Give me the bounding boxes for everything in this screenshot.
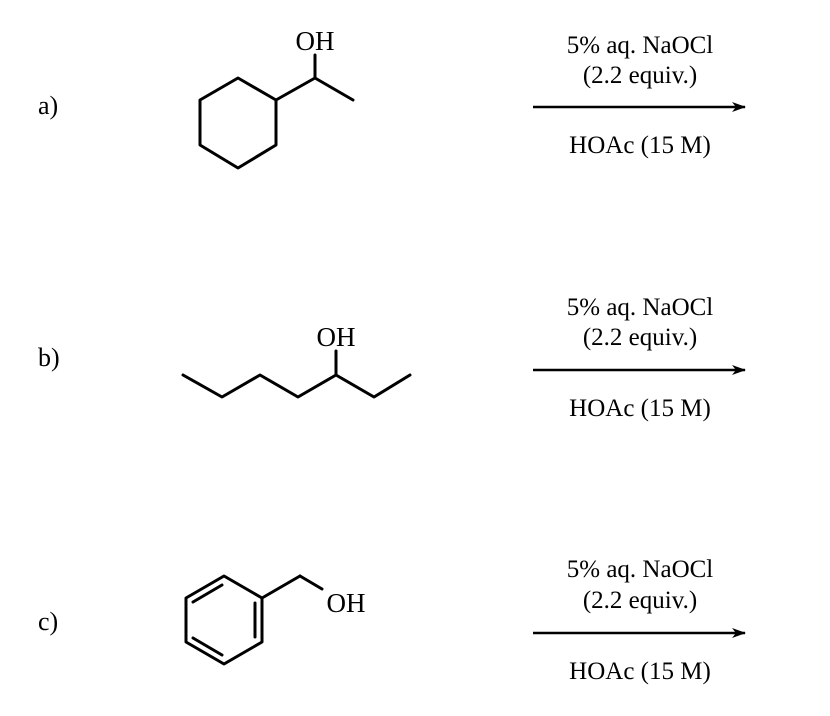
aromatic-double-bond-2: [191, 636, 224, 657]
benzene-ring: [184, 574, 264, 666]
solvent-label: HOAc (15 M): [569, 395, 711, 422]
reagent-line-2: (2.2 equiv.): [583, 324, 697, 351]
ring-ch2-bond: [260, 574, 302, 600]
reagent-line-2: (2.2 equiv.): [583, 587, 697, 614]
reagent-line-1: 5% aq. NaOCl: [567, 32, 714, 59]
hydroxyl-label: OH: [296, 26, 335, 56]
ethyl-chain-bonds: [274, 76, 355, 102]
aromatic-double-bond-3: [191, 583, 224, 604]
solvent-label: HOAc (15 M): [569, 132, 711, 159]
reaction-a: a) OH 5% aq. NaOCl (2.2 equiv.) HOAc (15…: [38, 26, 746, 170]
solvent-label: HOAc (15 M): [569, 658, 711, 685]
hydroxyl-label: OH: [327, 588, 366, 618]
reaction-label-c: c): [38, 607, 58, 636]
molecule-1-cyclohexylethanol: OH: [198, 26, 355, 170]
carbon-chain-bonds: [181, 373, 412, 399]
reagent-line-1: 5% aq. NaOCl: [567, 294, 714, 321]
molecule-3-heptanol: OH: [181, 322, 412, 399]
molecule-benzyl-alcohol: OH: [184, 574, 366, 666]
ch2-o-bond: [298, 574, 324, 591]
hydroxyl-label: OH: [317, 322, 356, 352]
reaction-b: b) OH 5% aq. NaOCl (2.2 equiv.) HOAc (15…: [38, 294, 746, 422]
cyclohexane-ring: [198, 76, 278, 170]
reaction-c: c) OH 5% aq. NaOCl (2.2 equiv.) HOAc (15…: [38, 556, 746, 685]
reagent-line-1: 5% aq. NaOCl: [567, 556, 714, 583]
reaction-label-a: a): [38, 91, 58, 120]
reaction-label-b: b): [38, 343, 60, 372]
reagent-line-2: (2.2 equiv.): [583, 62, 697, 89]
